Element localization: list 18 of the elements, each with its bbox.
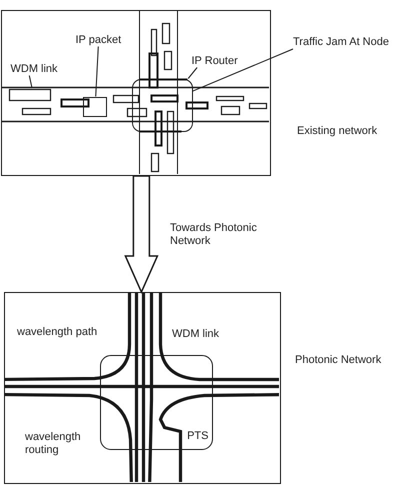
text-label: WDM link [172, 328, 220, 341]
leader-line [95, 46, 99, 97]
callout-label: IP Router [192, 54, 238, 68]
packet-box [82, 96, 106, 116]
router-outline [132, 78, 192, 132]
callout-label: WDM link [10, 62, 58, 76]
callout-label: Traffic Jam At Node [293, 36, 389, 49]
node-label: PTS [187, 430, 208, 442]
text-label: wavelength routing [25, 431, 82, 457]
panel-caption: Photonic Network [295, 354, 382, 367]
callout-label: IP packet [76, 34, 122, 46]
text-label: wavelength path [17, 326, 98, 339]
block-arrow [124, 175, 159, 294]
panel-caption: Existing network [297, 125, 378, 138]
leader-line [192, 48, 294, 92]
leader-line [188, 67, 198, 79]
leader-line [28, 75, 32, 88]
switch-outline [100, 354, 212, 450]
